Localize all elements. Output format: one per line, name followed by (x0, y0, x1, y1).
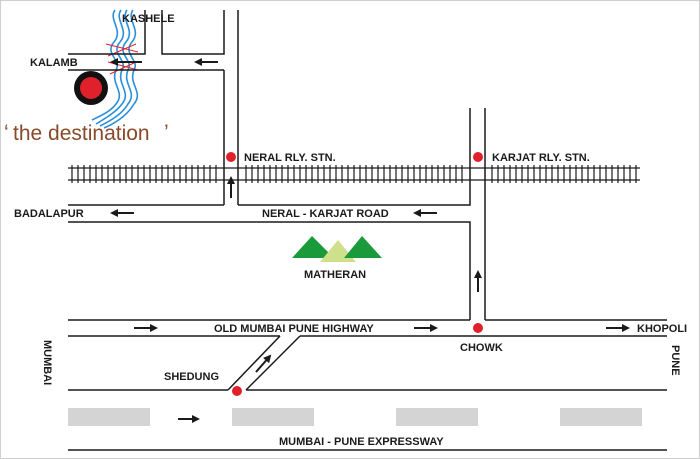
label-chowk: CHOWK (460, 342, 503, 354)
label-mumbai: MUMBAI (41, 340, 53, 385)
neral-station-dot (226, 152, 236, 162)
railway (68, 165, 640, 183)
label-khopoli: KHOPOLI (637, 323, 687, 335)
label-old-highway: OLD MUMBAI PUNE HIGHWAY (214, 323, 374, 335)
destination-quote-close: ’ (164, 121, 169, 144)
destination-title: the destination (13, 122, 150, 145)
chowk-dot (473, 323, 483, 333)
label-matheran: MATHERAN (304, 269, 366, 281)
karjat-station-dot (473, 152, 483, 162)
label-kalamb: KALAMB (30, 57, 78, 69)
label-badalapur: BADALAPUR (14, 208, 84, 220)
label-pune: PUNE (669, 345, 681, 376)
destination-quote-open: ‘ (4, 121, 9, 144)
label-shedung: SHEDUNG (164, 371, 219, 383)
river (91, 9, 139, 129)
location-dots (226, 152, 483, 396)
roads (68, 10, 667, 451)
label-expressway: MUMBAI - PUNE EXPRESSWAY (279, 436, 444, 448)
arrow-northeast-shedung (255, 354, 272, 373)
label-karjat-station: KARJAT RLY. STN. (492, 152, 590, 164)
shedung-dot (232, 386, 242, 396)
destination-marker (74, 71, 108, 105)
matheran-mountains (292, 236, 382, 262)
label-neral-karjat-road: NERAL - KARJAT ROAD (262, 208, 389, 220)
expressway-bands (68, 408, 642, 426)
label-neral-station: NERAL RLY. STN. (244, 152, 336, 164)
direction-arrows (110, 58, 630, 423)
label-kashele: KASHELE (122, 13, 175, 25)
